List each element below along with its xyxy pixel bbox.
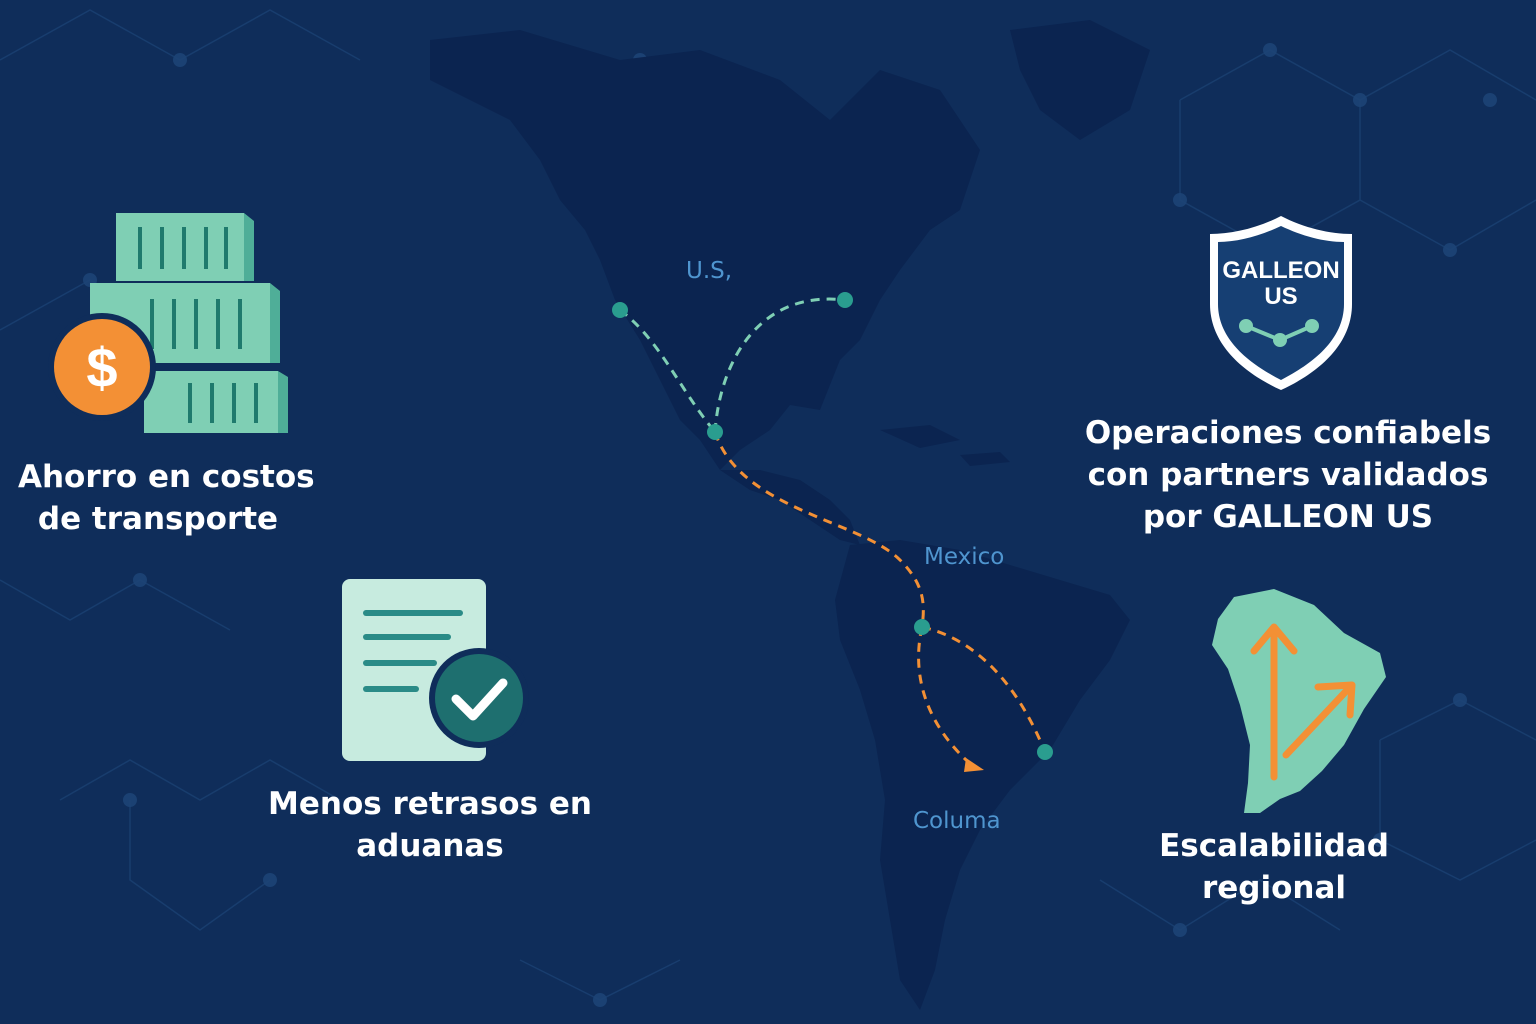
- node-southeast: [1037, 744, 1053, 760]
- feature-partners-line1: Operaciones confiabels: [1084, 415, 1492, 451]
- node-west-coast: [612, 302, 628, 318]
- document-check-icon: [342, 579, 529, 761]
- feature-cost-line2: de transporte: [37, 501, 279, 537]
- map-label-mexico: Mexico: [924, 544, 1005, 570]
- feature-partners-line2: con partners validados: [1087, 457, 1489, 493]
- feature-scalability-line2: regional: [1201, 870, 1347, 906]
- us-routes: [619, 297, 846, 433]
- dollar-sign: $: [86, 336, 117, 399]
- node-mexico-hub: [707, 424, 723, 440]
- feature-customs-line2: aduanas: [356, 828, 504, 864]
- feature-partners-line3: por GALLEON US: [1142, 499, 1434, 535]
- south-america-arrows-icon: [1212, 589, 1386, 813]
- map-label-us: U.S,: [686, 258, 733, 284]
- map-label-columa: Columa: [913, 808, 1001, 834]
- feature-cost-caption: Ahorro en costos de transporte: [18, 456, 315, 540]
- node-east-coast: [837, 292, 853, 308]
- badge-text-line2: US: [1264, 283, 1297, 310]
- badge-text-line1: GALLEON: [1222, 257, 1339, 284]
- feature-scalability-caption: Escalabilidad regional: [1124, 825, 1424, 909]
- containers-dollar-icon: $: [48, 213, 288, 433]
- feature-customs-line1: Menos retrasos en: [268, 786, 592, 822]
- feature-customs-caption: Menos retrasos en aduanas: [250, 783, 610, 867]
- route-arrowhead: [964, 758, 984, 772]
- feature-cost-line1: Ahorro en costos: [18, 459, 315, 495]
- feature-partners-caption: Operaciones confiabels con partners vali…: [1078, 412, 1498, 538]
- feature-scalability-line1: Escalabilidad: [1159, 828, 1389, 864]
- south-routes: [713, 431, 1047, 770]
- landmass: [430, 20, 1150, 1010]
- shield-icon: GALLEON US: [1210, 216, 1352, 390]
- node-south-hub: [914, 619, 930, 635]
- route-nodes: [612, 292, 1053, 760]
